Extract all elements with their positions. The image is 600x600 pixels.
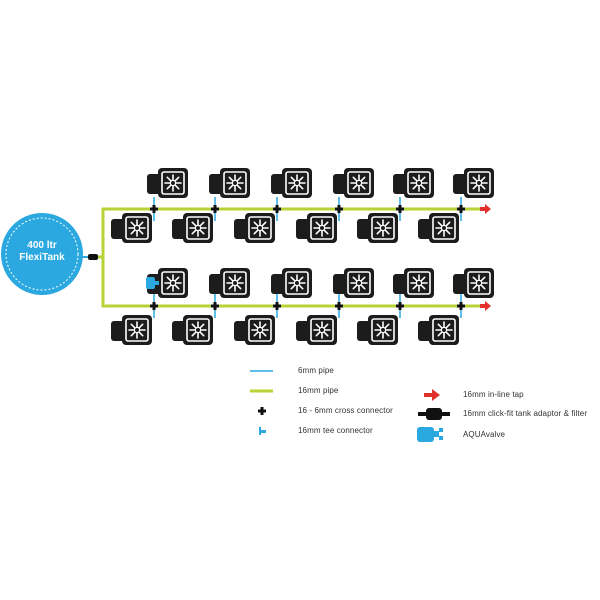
- cross-connector-icon: [258, 407, 266, 415]
- tank-name: FlexiTank: [19, 252, 65, 263]
- cross-connector-icon: [211, 302, 219, 310]
- plant-pot-icon: [332, 167, 375, 199]
- plant-pot-icon: [392, 167, 435, 199]
- plant-pot-icon: [146, 167, 189, 199]
- legend-label-16mm-pipe: 16mm pipe: [298, 386, 339, 395]
- plant-pot-icon: [208, 267, 251, 299]
- legend-label-inline-tap: 16mm in-line tap: [463, 390, 524, 399]
- plant-pot-icon: [417, 314, 460, 346]
- plant-pot-icon: [356, 314, 399, 346]
- aquavalve-icon: [417, 427, 443, 442]
- cross-connector-icon: [335, 205, 343, 213]
- plant-pot-icon: [452, 167, 495, 199]
- cross-connector-icon: [335, 302, 343, 310]
- tank-label: 400 ltr FlexiTank: [2, 240, 82, 264]
- cross-connector-icon: [396, 302, 404, 310]
- plant-pot-icon: [295, 212, 338, 244]
- legend-label-aquavalve: AQUAvalve: [463, 430, 506, 439]
- plant-pot-icon: [270, 167, 313, 199]
- tank-capacity: 400 ltr: [27, 240, 57, 251]
- cross-connector-icon: [273, 205, 281, 213]
- plant-pot-icon: [233, 314, 276, 346]
- plant-pot-icon: [417, 212, 460, 244]
- legend-label-6mm-pipe: 6mm pipe: [298, 366, 334, 375]
- inline-tap-icon: [424, 389, 440, 401]
- legend-label-tank-adaptor: 16mm click-fit tank adaptor & filter: [463, 409, 588, 418]
- plant-pot-icon: [452, 267, 495, 299]
- inline-taps: [480, 204, 491, 311]
- pot-group-upper: [110, 167, 495, 244]
- legend: [250, 370, 450, 442]
- cross-connector-icon: [457, 302, 465, 310]
- plant-pot-icon: [110, 212, 153, 244]
- plant-pot-icon: [356, 212, 399, 244]
- tank-adaptor-icon: [88, 254, 98, 260]
- cross-connector-icon: [150, 302, 158, 310]
- plant-pot-icon: [110, 314, 153, 346]
- plant-pot-icon: [208, 167, 251, 199]
- flexitank: [1, 213, 83, 295]
- plant-pot-icon: [233, 212, 276, 244]
- plant-pot-icon: [171, 212, 214, 244]
- plant-pot-icon: [392, 267, 435, 299]
- inline-tap-icon: [480, 301, 491, 311]
- pipe-16mm: [96, 207, 485, 308]
- inline-tap-icon: [480, 204, 491, 214]
- plant-pot-icon: [270, 267, 313, 299]
- plant-pot-icon: [171, 314, 214, 346]
- aquavalve-icon: [146, 277, 159, 289]
- cross-connector-icon: [273, 302, 281, 310]
- cross-connector-icon: [457, 205, 465, 213]
- cross-connector-icon: [396, 205, 404, 213]
- plant-pot-icon: [332, 267, 375, 299]
- tee-connector-icon: [259, 427, 266, 435]
- legend-label-tee-connector: 16mm tee connector: [298, 426, 373, 435]
- plant-pot-icon: [295, 314, 338, 346]
- cross-connector-icon: [211, 205, 219, 213]
- tank-adaptor-icon: [418, 408, 450, 420]
- cross-connector-icon: [150, 205, 158, 213]
- legend-label-cross-connector: 16 - 6mm cross connector: [298, 406, 393, 415]
